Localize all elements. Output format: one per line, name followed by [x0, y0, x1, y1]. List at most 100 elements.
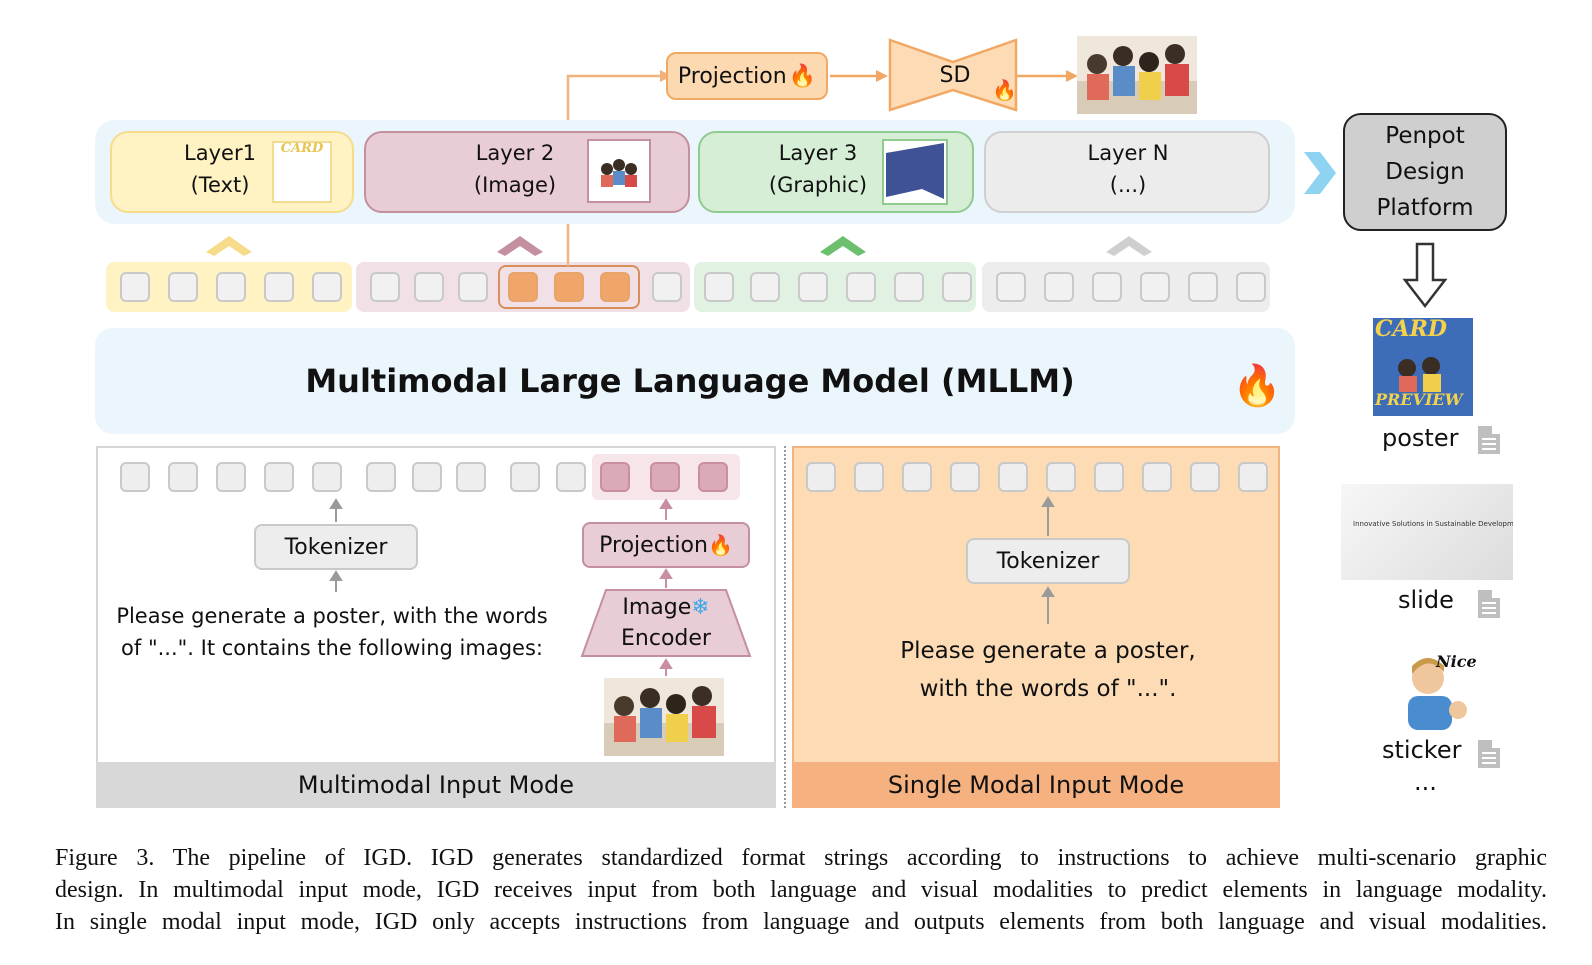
- token: [216, 272, 246, 302]
- caption-line2: design. In multimodal input mode, IGD re…: [55, 877, 1547, 903]
- token: [1236, 272, 1266, 302]
- mm-prompt-line2: of "...". It contains the following imag…: [121, 636, 543, 660]
- image-encoder-shape: [580, 589, 752, 657]
- fire-icon: 🔥: [788, 63, 817, 89]
- encoder-line1: Image: [622, 595, 692, 620]
- token: [1046, 462, 1076, 492]
- token: [456, 462, 486, 492]
- mm-tokenizer-box: Tokenizer: [254, 524, 418, 570]
- platform-line3: Platform: [1376, 195, 1474, 221]
- token: [1188, 272, 1218, 302]
- platform-line2: Design: [1385, 159, 1465, 185]
- token: [366, 462, 396, 492]
- document-icon: [1478, 426, 1500, 454]
- token: [600, 462, 630, 492]
- single-prompt-text: Please generate a poster, with the words…: [830, 632, 1266, 708]
- poster-thumb-bottom: PREVIEW: [1375, 390, 1463, 409]
- token: [846, 272, 876, 302]
- multimodal-mode-label: Multimodal Input Mode: [297, 771, 575, 799]
- single-modal-panel: [792, 446, 1280, 808]
- token: [458, 272, 488, 302]
- fire-icon: 🔥: [707, 533, 733, 557]
- single-prompt-line2: with the words of "...".: [919, 676, 1177, 702]
- token: [554, 272, 584, 302]
- layer3-title: Layer 3 (Graphic): [760, 137, 876, 201]
- mm-prompt-line1: Please generate a poster, with the words: [116, 604, 548, 628]
- image-encoder-label: Image❄ Encoder: [608, 592, 724, 654]
- token: [894, 272, 924, 302]
- layer-n-box: [984, 131, 1270, 213]
- layer-carets: [206, 236, 1152, 256]
- sticker-text: Nice: [1436, 652, 1477, 671]
- caption-line1: Figure 3. The pipeline of IGD. IGD gener…: [55, 845, 1547, 871]
- document-icon: [1478, 740, 1500, 768]
- multimodal-mode-bar: Multimodal Input Mode: [96, 762, 776, 808]
- token: [1092, 272, 1122, 302]
- token: [698, 462, 728, 492]
- panel-divider: [784, 446, 786, 808]
- mm-projection-label: Projection: [599, 532, 708, 558]
- layer2-line1: Layer 2: [475, 141, 555, 165]
- poster-thumb-top: CARD: [1375, 316, 1447, 342]
- token: [264, 272, 294, 302]
- mllm-box: Multimodal Large Language Model (MLLM): [95, 328, 1295, 434]
- token: [120, 272, 150, 302]
- penpot-platform-box: Penpot Design Platform: [1343, 113, 1507, 231]
- snowflake-icon: ❄: [691, 595, 710, 620]
- layer2-line2: (Image): [473, 173, 557, 197]
- layer1-thumb-text: CARD: [280, 141, 324, 156]
- token: [798, 272, 828, 302]
- token: [168, 462, 198, 492]
- token: [120, 462, 150, 492]
- layern-title: Layer N (...): [1070, 137, 1186, 201]
- token: [854, 462, 884, 492]
- slide-label: slide: [1398, 586, 1454, 614]
- more-outputs: ...: [1414, 768, 1437, 796]
- token: [414, 272, 444, 302]
- token: [370, 272, 400, 302]
- token: [1238, 462, 1268, 492]
- platform-line1: Penpot: [1385, 123, 1465, 149]
- token: [600, 272, 630, 302]
- single-mode-bar: Single Modal Input Mode: [792, 762, 1280, 808]
- layer1-line2: (Text): [190, 173, 250, 197]
- single-up-arrows: [1041, 496, 1055, 624]
- layer1-title: Layer1 (Text): [170, 137, 270, 201]
- input-photo: [604, 678, 724, 756]
- token: [412, 462, 442, 492]
- token-group-n: [982, 262, 1270, 312]
- single-tokenizer-label: Tokenizer: [996, 548, 1100, 574]
- token: [806, 462, 836, 492]
- token: [998, 462, 1028, 492]
- caption-line3: In single modal input mode, IGD only acc…: [55, 909, 1547, 935]
- sticker-label: sticker: [1382, 736, 1462, 764]
- mm-prompt-text: Please generate a poster, with the words…: [112, 600, 552, 664]
- poster-label: poster: [1382, 424, 1459, 452]
- token: [902, 462, 932, 492]
- hot-token-frame: [498, 265, 640, 309]
- top-projection-label: Projection: [677, 63, 787, 89]
- layer3-line1: Layer 3: [778, 141, 858, 165]
- fire-icon: 🔥: [992, 78, 1017, 102]
- generated-photo: [1077, 36, 1197, 114]
- token: [996, 272, 1026, 302]
- token: [508, 272, 538, 302]
- top-projection-box: Projection 🔥: [666, 52, 828, 100]
- encoder-line2: Encoder: [621, 626, 711, 651]
- token: [264, 462, 294, 492]
- single-mode-label: Single Modal Input Mode: [887, 771, 1185, 799]
- poster-thumbnail: [1373, 318, 1473, 416]
- arrow-down-icon: [1402, 242, 1448, 309]
- token: [1140, 272, 1170, 302]
- token: [556, 462, 586, 492]
- token: [704, 272, 734, 302]
- mm-up-arrows: [329, 498, 673, 676]
- layer3-line2: (Graphic): [768, 173, 868, 197]
- document-icon: [1478, 590, 1500, 618]
- layern-line1: Layer N: [1087, 141, 1169, 165]
- fire-icon: 🔥: [1232, 363, 1282, 409]
- mm-projection-box: Projection 🔥: [582, 522, 750, 568]
- single-tokenizer-box: Tokenizer: [966, 538, 1130, 584]
- token: [652, 272, 682, 302]
- token: [650, 462, 680, 492]
